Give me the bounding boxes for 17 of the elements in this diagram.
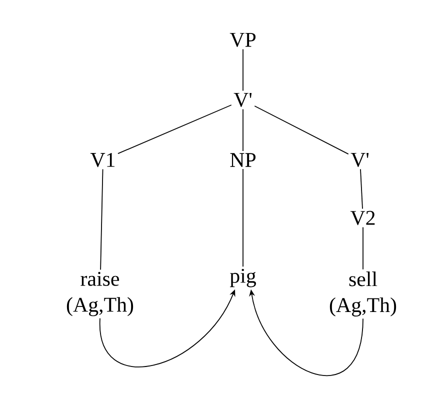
tree-node-label: V' <box>350 153 369 167</box>
branch-line <box>360 168 363 210</box>
tree-node-label: NP <box>230 153 256 167</box>
tree-node-label: V' <box>234 93 252 107</box>
tree-node-label: raise (Ag,Th) <box>66 272 134 316</box>
tree-node-label: sell (Ag,Th) <box>330 272 396 316</box>
tree-node-label: VP <box>230 33 256 47</box>
branch-line <box>362 226 364 270</box>
tree-node-label: V2 <box>350 210 375 226</box>
branch-line <box>242 108 244 152</box>
branch-line <box>118 104 232 154</box>
branch-line <box>254 106 349 154</box>
tree-node-label: V1 <box>90 152 115 168</box>
branch-line <box>242 48 244 92</box>
branch-line <box>242 168 244 268</box>
tree-node-label: pig <box>230 268 256 288</box>
branch-line <box>100 168 104 270</box>
